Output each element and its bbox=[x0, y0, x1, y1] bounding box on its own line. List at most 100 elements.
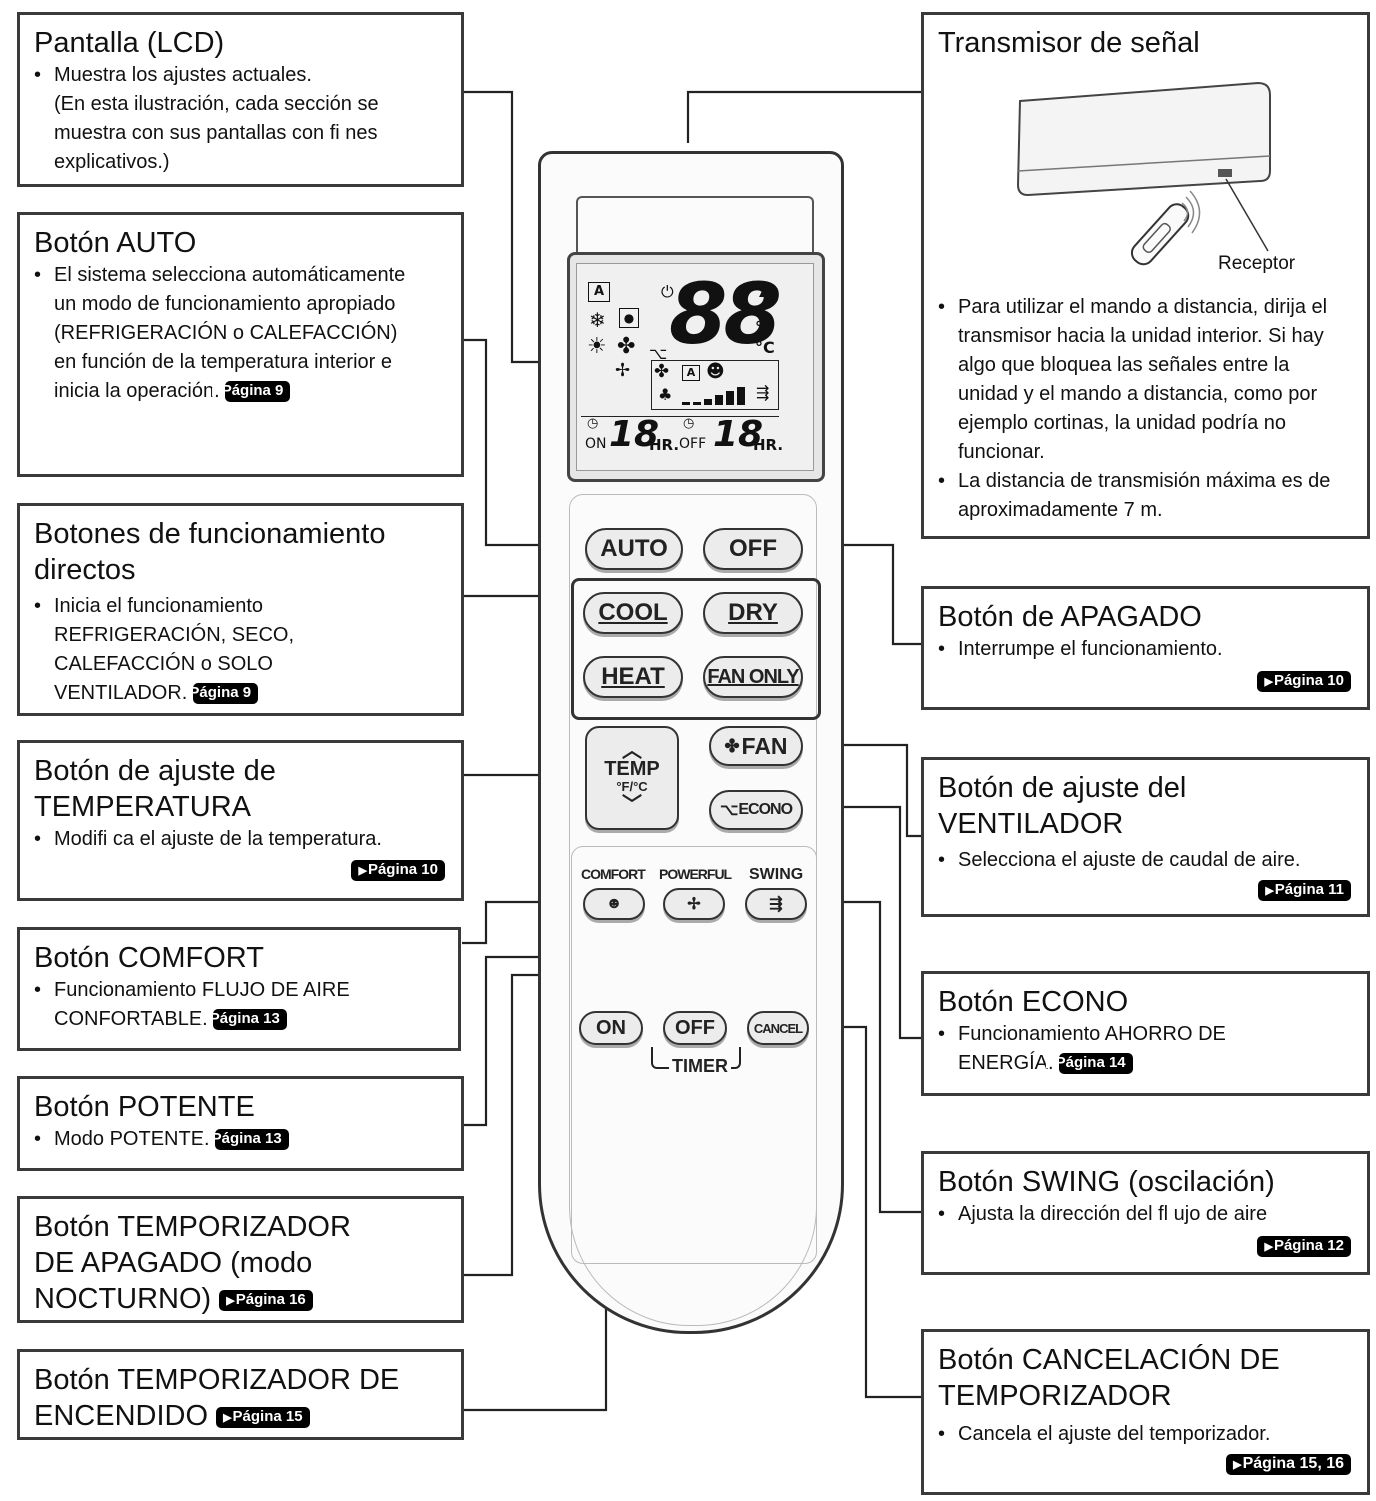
timer-off-hours: 18 bbox=[713, 414, 764, 455]
comfort-callout: Botón COMFORT Funcionamiento FLUJO DE AI… bbox=[17, 927, 461, 1051]
fan-page-badge: Página 11 bbox=[1258, 880, 1351, 901]
comfort-button[interactable]: ☻ bbox=[583, 888, 645, 920]
econo-button[interactable]: ⌥ECONO bbox=[709, 790, 803, 830]
timer-cancel-button[interactable]: CANCEL bbox=[747, 1011, 809, 1045]
temp-title: Botón de ajuste de TEMPERATURA bbox=[34, 755, 276, 823]
cool-label: COOL bbox=[598, 599, 668, 626]
temp-text: Modifi ca el ajuste de la temperatura. bbox=[34, 825, 447, 854]
auto-text-body: El sistema selecciona automáticamente un… bbox=[54, 264, 406, 402]
lcd-inner: A ❄ ☀ ● ✤ ✢ ⏻ ⌥ 88 ▲ °F °C ✤ A ☻ ♣ ⇶ ◷ bbox=[576, 263, 814, 471]
remote-top-window bbox=[576, 196, 814, 258]
transmitter-text1: Para utilizar el mando a distancia, diri… bbox=[938, 293, 1353, 467]
comfort-title: Botón COMFORT bbox=[34, 942, 264, 974]
timer-on-button[interactable]: ON bbox=[579, 1011, 643, 1045]
comfort-label: COMFORT bbox=[581, 866, 646, 882]
cancel-callout: Botón CANCELACIÓN DE TEMPORIZADOR Cancel… bbox=[921, 1329, 1370, 1495]
econo-callout: Botón ECONO Funcionamiento AHORRO DE ENE… bbox=[921, 971, 1370, 1096]
powerful-button[interactable]: ✢ bbox=[663, 888, 725, 920]
lcd-divider bbox=[581, 416, 779, 417]
power-icon: ⏻ bbox=[661, 282, 674, 301]
powerful-page-badge: Página 13 bbox=[212, 1129, 289, 1151]
direct-text-body: Inicia el funcionamiento REFRIGERACIÓN, … bbox=[54, 595, 295, 704]
lcd-title: Pantalla (LCD) bbox=[34, 27, 225, 59]
timer-on-title: Botón TEMPORIZADOR DE ENCENDIDO Página 1… bbox=[34, 1362, 447, 1434]
dry-label: DRY bbox=[728, 599, 778, 626]
off-button[interactable]: OFF bbox=[703, 528, 803, 570]
transmitter-text2: La distancia de transmisión máxima es de… bbox=[938, 467, 1353, 525]
powerful-label: POWERFUL bbox=[659, 866, 732, 882]
fan-title: Botón de ajuste del VENTILADOR bbox=[938, 772, 1187, 840]
off-text: Interrumpe el funcionamiento. bbox=[938, 635, 1353, 664]
swing-callout: Botón SWING (oscilación) Ajusta la direc… bbox=[921, 1151, 1370, 1275]
quiet-icon: ♣ bbox=[658, 385, 673, 404]
powerful-callout: Botón POTENTE Modo POTENTE. Página 13 bbox=[17, 1076, 464, 1171]
swing-button[interactable]: ⇶ bbox=[745, 888, 807, 920]
lcd-fan-speed-box: ✤ A ☻ ♣ ⇶ bbox=[651, 360, 779, 410]
auto-page-badge: Página 9 bbox=[222, 381, 291, 403]
auto-title: Botón AUTO bbox=[34, 227, 197, 259]
timer-on-title-text: Botón TEMPORIZADOR DE ENCENDIDO bbox=[34, 1364, 400, 1432]
direct-page-badge: Página 9 bbox=[189, 683, 259, 705]
fan-speed-bars bbox=[682, 387, 745, 405]
fan-only-button[interactable]: FAN ONLY bbox=[703, 656, 803, 698]
fan-icon: ✤ bbox=[617, 334, 636, 359]
timer-on-page-badge: Página 15 bbox=[216, 1406, 310, 1428]
lcd-text2: (En esta ilustración, cada sección se mu… bbox=[54, 93, 379, 173]
swing-title: Botón SWING (oscilación) bbox=[938, 1166, 1275, 1198]
sun-icon: ☀ bbox=[587, 334, 607, 359]
dry-button[interactable]: DRY bbox=[703, 592, 803, 634]
cool-button[interactable]: COOL bbox=[583, 592, 683, 634]
off-callout: Botón de APAGADO Interrumpe el funcionam… bbox=[921, 586, 1370, 710]
powerful-title: Botón POTENTE bbox=[34, 1091, 255, 1123]
temp-unit-label: °F/°C bbox=[616, 779, 648, 794]
temp-callout: Botón de ajuste de TEMPERATURA Modifi ca… bbox=[17, 740, 464, 901]
econo-text-body: Funcionamiento AHORRO DE ENERGÍA. bbox=[958, 1023, 1226, 1074]
lcd-text1: Muestra los ajustes actuales. bbox=[34, 61, 447, 90]
chevron-down-icon: ﹀ bbox=[622, 794, 642, 816]
dry-icon: ● bbox=[619, 308, 639, 328]
cancel-text: Cancela el ajuste del temporizador. bbox=[938, 1420, 1353, 1449]
swing-text: Ajusta la dirección del fl ujo de aire bbox=[938, 1200, 1353, 1229]
fan-callout: Botón de ajuste del VENTILADOR Seleccion… bbox=[921, 757, 1370, 917]
heat-button[interactable]: HEAT bbox=[583, 656, 683, 698]
fan-text: Selecciona el ajuste de caudal de aire. bbox=[938, 846, 1353, 875]
timer-off-button[interactable]: OFF bbox=[663, 1011, 727, 1045]
econo-icon: ⌥ bbox=[649, 344, 668, 363]
econo-button-icon: ⌥ bbox=[719, 802, 738, 819]
clock-icon: ◷ bbox=[587, 416, 599, 431]
remote-control-icon bbox=[1130, 203, 1190, 266]
direct-title: Botones de funcionamiento directos bbox=[34, 518, 386, 586]
triangle-up-icon: ▲ bbox=[759, 280, 772, 299]
air-conditioner-unit-icon: Receptor bbox=[1016, 81, 1296, 274]
lower-panel bbox=[571, 846, 817, 1264]
auto-callout: Botón AUTO El sistema selecciona automát… bbox=[17, 212, 464, 477]
econo-text: Funcionamiento AHORRO DE ENERGÍA. Página… bbox=[938, 1020, 1353, 1078]
timer-off-title: Botón TEMPORIZADOR DE APAGADO (modo NOCT… bbox=[34, 1209, 447, 1317]
hr-label-1: HR. bbox=[649, 436, 680, 454]
snowflake-icon: ❄ bbox=[589, 308, 606, 332]
swing-lcd-icon: ⇶ bbox=[756, 383, 770, 402]
auto-button[interactable]: AUTO bbox=[585, 528, 683, 570]
chevron-up-icon: ︿ bbox=[622, 740, 642, 762]
timer-off-title-text: Botón TEMPORIZADOR DE APAGADO (modo NOCT… bbox=[34, 1211, 351, 1315]
timer-on-hours: 18 bbox=[609, 414, 660, 455]
comfort-text: Funcionamiento FLUJO DE AIRE CONFORTABLE… bbox=[34, 976, 444, 1034]
lcd-screen: A ❄ ☀ ● ✤ ✢ ⏻ ⌥ 88 ▲ °F °C ✤ A ☻ ♣ ⇶ ◷ bbox=[567, 252, 825, 482]
fan-speed-icon: ✤ bbox=[654, 361, 670, 382]
fan-only-label: FAN ONLY bbox=[707, 665, 799, 688]
econo-title: Botón ECONO bbox=[938, 986, 1129, 1018]
econo-page-badge: Página 14 bbox=[1056, 1053, 1133, 1075]
auto-icon: A bbox=[588, 282, 610, 302]
econo-label: ECONO bbox=[738, 801, 793, 818]
cancel-page-badge: Página 15, 16 bbox=[1226, 1454, 1351, 1475]
auto-text: El sistema selecciona automáticamente un… bbox=[34, 261, 447, 406]
transmitter-callout: Transmisor de señal Receptor Para utiliz… bbox=[921, 12, 1370, 539]
fan-button[interactable]: ✤FAN bbox=[709, 726, 803, 766]
direct-text: Inicia el funcionamiento REFRIGERACIÓN, … bbox=[34, 592, 447, 708]
fan-button-icon: ✤ bbox=[724, 735, 740, 756]
temp-button[interactable]: ︿ TEMP °F/°C ﹀ bbox=[585, 726, 679, 830]
swing-label: SWING bbox=[749, 866, 804, 883]
remote-control: A ❄ ☀ ● ✤ ✢ ⏻ ⌥ 88 ▲ °F °C ✤ A ☻ ♣ ⇶ ◷ bbox=[538, 151, 844, 1334]
fan-label: FAN bbox=[741, 732, 788, 759]
powerful-icon: ✢ bbox=[615, 360, 631, 381]
